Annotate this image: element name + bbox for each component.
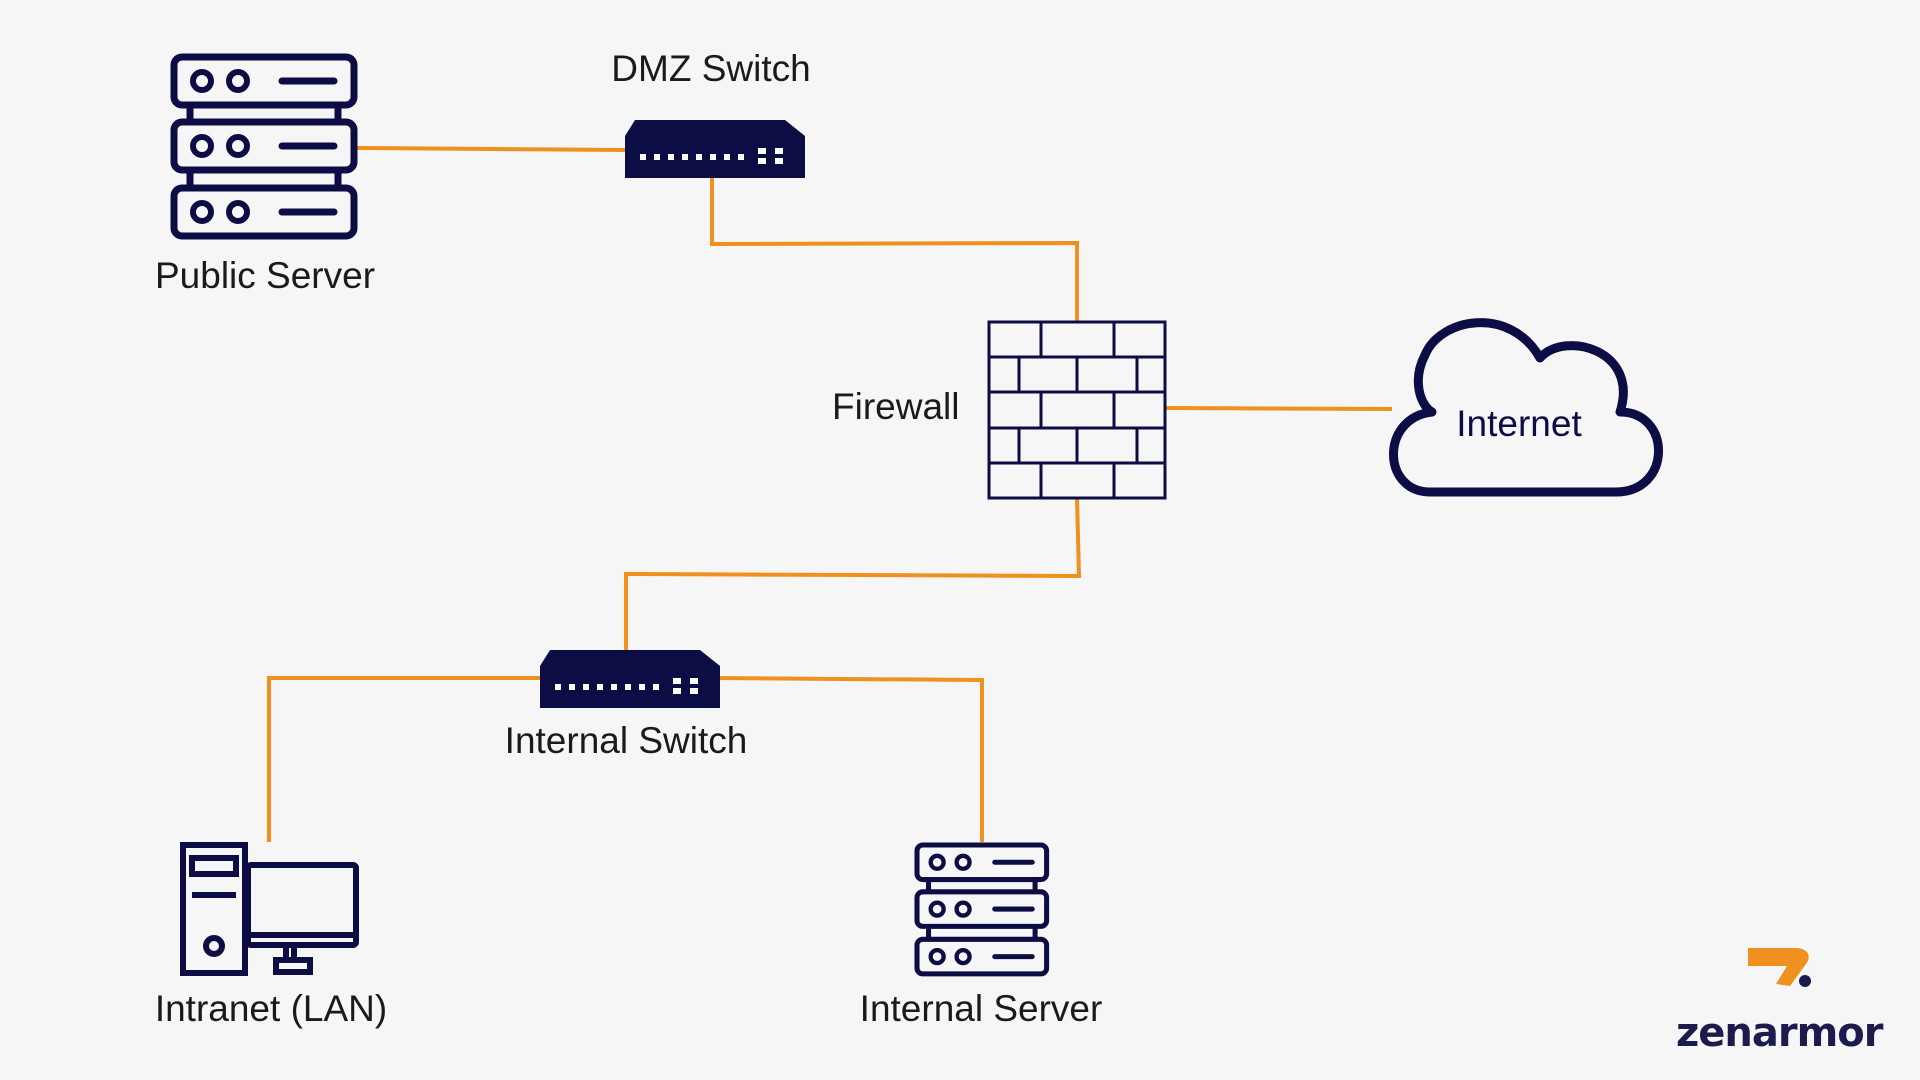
intranet-lan-label: Intranet (LAN) xyxy=(154,988,388,1029)
firewall-label: Firewall xyxy=(832,386,960,427)
link-firewall-internal-switch xyxy=(624,497,1082,650)
link-internal-switch-intranet xyxy=(267,676,540,842)
internal-switch-label: Internal Switch xyxy=(504,720,748,761)
link-internal-switch-internal-server xyxy=(711,676,984,842)
server-stack-icon xyxy=(174,57,354,236)
connection-lines xyxy=(267,146,1393,842)
internet-label: Internet xyxy=(1456,403,1582,444)
brick-firewall-icon xyxy=(987,320,1167,500)
link-dmz-switch-firewall xyxy=(710,176,1079,322)
zenarmor-logo-icon xyxy=(1748,948,1811,987)
link-firewall-internet xyxy=(1164,406,1393,411)
brand-wordmark: zenarmor xyxy=(1676,1010,1883,1056)
internal-server-label: Internal Server xyxy=(859,988,1103,1029)
network-switch-icon xyxy=(540,650,720,708)
dmz-switch-label: DMZ Switch xyxy=(611,48,811,89)
server-stack-icon xyxy=(917,845,1047,974)
desktop-computer-icon xyxy=(180,842,359,976)
network-switch-icon xyxy=(625,120,805,178)
link-public-server-dmz-switch xyxy=(356,146,627,152)
public-server-label: Public Server xyxy=(154,255,376,296)
cloud-icon xyxy=(1389,318,1663,497)
